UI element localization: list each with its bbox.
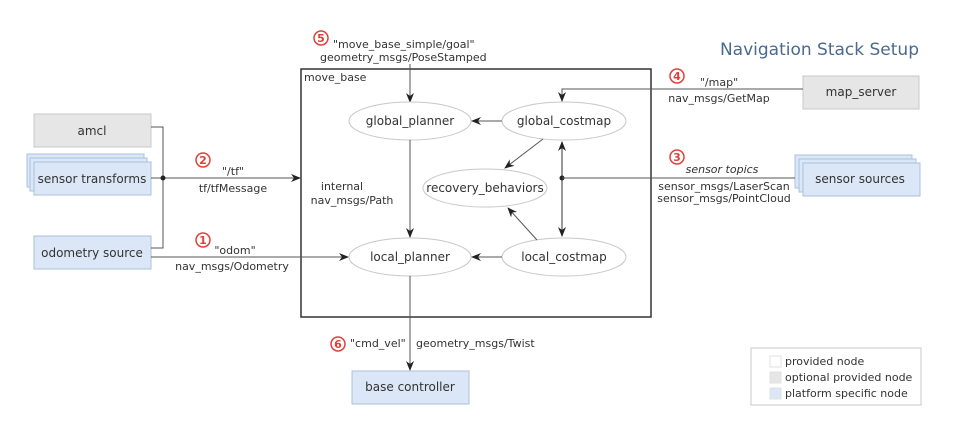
- legend-label-optional: optional provided node: [785, 371, 913, 384]
- node-recovery-behaviors-label: recovery_behaviors: [426, 181, 543, 195]
- legend: provided node optional provided node pla…: [750, 347, 922, 406]
- cmd-vel-topic-type: geometry_msgs/Twist: [416, 337, 535, 350]
- topic-6-badge: [330, 336, 346, 352]
- node-sensor-transforms-label: sensor transforms: [38, 172, 147, 186]
- topic-1-number: 1: [199, 234, 207, 247]
- internal-path-type: nav_msgs/Path: [311, 194, 394, 207]
- topic-3-badge: [669, 149, 685, 165]
- legend-swatch-optional: [769, 371, 782, 384]
- node-base-controller[interactable]: [351, 370, 470, 405]
- node-local-costmap-label: local_costmap: [521, 250, 607, 264]
- topic-6-number: 6: [334, 338, 342, 351]
- node-sensor-sources[interactable]: [794, 154, 921, 197]
- node-global-planner-label: global_planner: [366, 114, 454, 128]
- sensor-topic-name: sensor topics: [686, 163, 759, 176]
- topic-4-badge: [669, 68, 685, 84]
- node-sensor-transforms[interactable]: [26, 153, 152, 196]
- tf-merge-line: [151, 126, 164, 249]
- diagram-title: Navigation Stack Setup: [720, 40, 919, 60]
- sensor-topic-type-pointcloud: sensor_msgs/PointCloud: [657, 192, 791, 205]
- node-amcl-label: amcl: [78, 124, 107, 138]
- node-odometry-source[interactable]: [33, 235, 152, 270]
- node-sensor-sources-label: sensor sources: [815, 172, 905, 186]
- move-base-label: move_base: [304, 71, 367, 84]
- topic-5-badge: [313, 30, 329, 46]
- tf-topic-type: tf/tfMessage: [199, 182, 268, 195]
- map-topic-name: "/map": [700, 76, 738, 89]
- map-edge: [558, 88, 803, 102]
- move-base-container: [300, 68, 652, 318]
- legend-swatch-platform: [769, 387, 782, 400]
- goal-topic-name: "move_base_simple/goal": [333, 38, 475, 51]
- odom-topic-type: nav_msgs/Odometry: [175, 260, 289, 273]
- tf-topic-name: "/tf": [222, 165, 244, 178]
- node-map-server[interactable]: [802, 75, 920, 110]
- legend-label-provided: provided node: [785, 355, 864, 368]
- odom-topic-name: "odom": [214, 244, 255, 257]
- tf-junction-dot: [160, 175, 166, 181]
- edge-global-costmap-to-recovery: [504, 138, 544, 169]
- legend-label-platform: platform specific node: [785, 387, 908, 400]
- node-amcl[interactable]: [33, 113, 152, 148]
- map-topic-type: nav_msgs/GetMap: [668, 92, 769, 105]
- topic-2-badge: [195, 152, 211, 168]
- goal-topic-type: geometry_msgs/PoseStamped: [320, 51, 487, 64]
- internal-label: internal: [321, 180, 363, 193]
- node-base-controller-label: base controller: [365, 380, 455, 394]
- edge-local-costmap-to-recovery: [507, 207, 538, 241]
- topic-3-number: 3: [673, 151, 681, 164]
- node-local-planner-label: local_planner: [370, 250, 450, 264]
- node-global-costmap-label: global_costmap: [517, 114, 611, 128]
- topic-2-number: 2: [199, 154, 207, 167]
- legend-swatch-provided: [769, 355, 782, 368]
- topic-5-number: 5: [317, 32, 325, 45]
- node-recovery-behaviors[interactable]: [422, 168, 548, 208]
- topic-4-number: 4: [673, 70, 681, 83]
- node-odometry-source-label: odometry source: [41, 246, 143, 260]
- cmd-vel-topic-name: "cmd_vel": [350, 337, 406, 350]
- topic-1-badge: [195, 232, 211, 248]
- sensor-topic-type-laserscan: sensor_msgs/LaserScan: [658, 180, 789, 193]
- node-map-server-label: map_server: [826, 85, 897, 99]
